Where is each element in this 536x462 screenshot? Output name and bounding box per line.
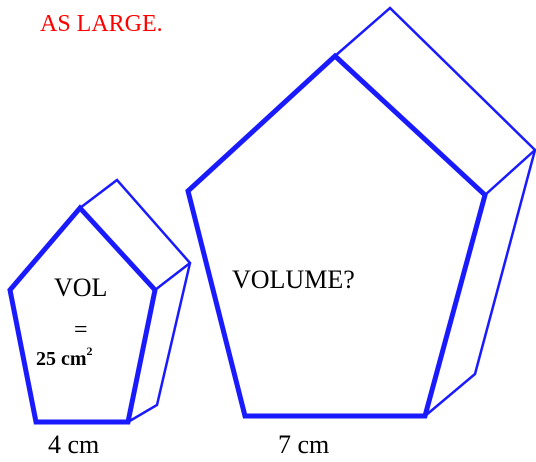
large-prism-front-face [185, 52, 488, 419]
header-text: AS LARGE. [40, 11, 163, 37]
large-prism-back-edges [333, 6, 536, 418]
small-prism-depth-edge [153, 261, 192, 292]
small-prism-equals-sign: = [74, 317, 88, 343]
small-prism-volume-value: 25 cm2 [36, 345, 93, 370]
small-prism-volume-exponent: 2 [86, 344, 93, 358]
large-prism-volume-label: VOLUME? [232, 265, 355, 294]
small-prism-volume-number: 25 cm [36, 348, 87, 370]
small-prism-side-label: 4 cm [48, 430, 100, 459]
large-prism-side-label: 7 cm [278, 430, 330, 459]
small-prism-front-face [7, 204, 158, 425]
large-prism-depth-edge [483, 148, 536, 197]
small-prism-volume-label: VOL [54, 273, 108, 302]
